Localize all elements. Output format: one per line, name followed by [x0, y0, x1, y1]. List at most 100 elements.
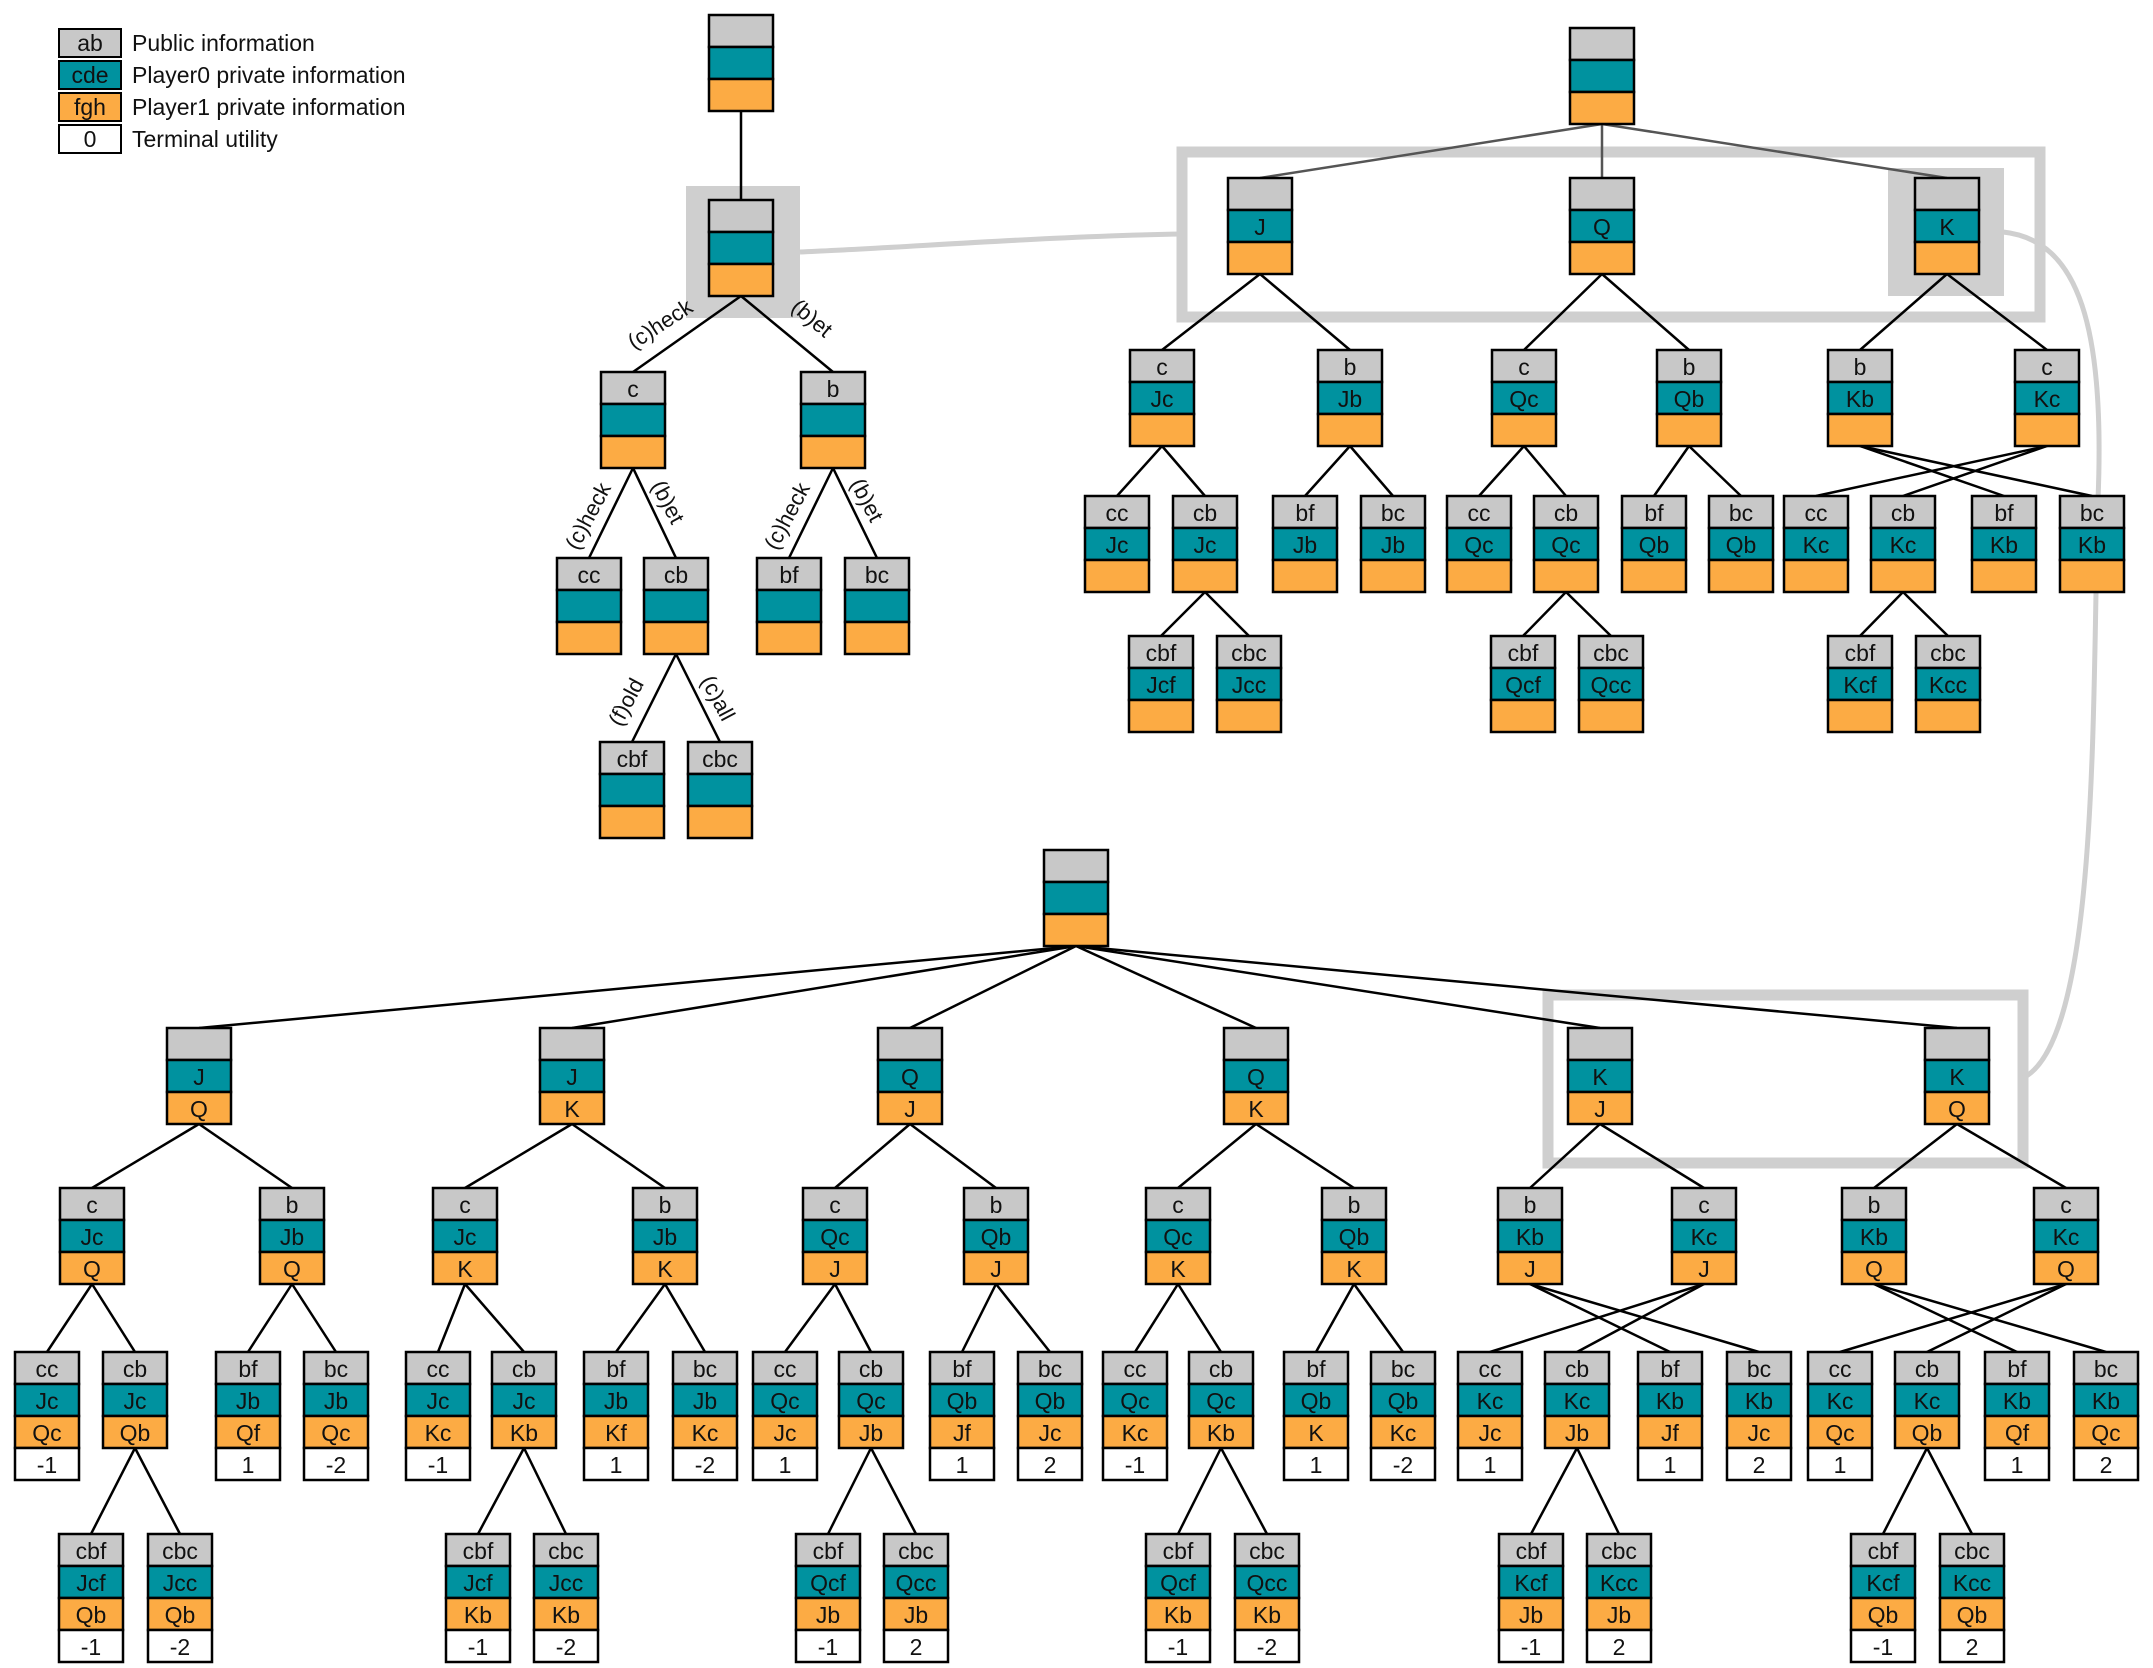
full-QJ-node-cbf-pub-text: cbf [813, 1538, 844, 1564]
full-JQ-node-b-pub-text: b [286, 1192, 299, 1218]
full-KQ-node-cb-p1-cell [1893, 1414, 1961, 1450]
full-JK-node-cc-p0-text: Jc [427, 1388, 450, 1414]
player0-node-Kc-cb-pub-text: cb [1891, 500, 1915, 526]
full-JQ-node-bc-u-text: -2 [326, 1452, 346, 1478]
edge-full-JK-cb [464, 1283, 525, 1353]
full-KQ-node-bc-u-text: 2 [2100, 1452, 2113, 1478]
edge-player0-1-a [1523, 273, 1603, 351]
full-KJ-node-bc-u-text: 2 [1753, 1452, 1766, 1478]
edge-full-JQ-cb [90, 1283, 137, 1353]
edge-full-QK-second [1255, 1122, 1355, 1190]
full-QJ-node-cbc-p0-text: Qcc [896, 1570, 937, 1596]
full-KJ-node-bc-pub-text: bc [1747, 1356, 1771, 1382]
full-JQ-node-cc-pub-text: cc [36, 1356, 59, 1382]
edge-full-JK-cbc [522, 1447, 568, 1535]
full-QJ-node-cc-pub-cell [751, 1350, 819, 1386]
full-KJ-node-cbf-u-text: -1 [1521, 1634, 1541, 1660]
full-JQ-node-c-p1-text: Q [83, 1256, 101, 1282]
edge-full-KJ-bc [1529, 1282, 1760, 1354]
legend-label-terminal: Terminal utility [132, 126, 278, 152]
legend-label-player0: Player0 private information [132, 62, 406, 88]
full-KQ-node-cbf-p1-text: Qb [1868, 1602, 1899, 1628]
edge-full-QJ-bf [960, 1283, 998, 1353]
player0-node-Qcc-cbc-p1-cell [1577, 698, 1645, 734]
edge-label-bet-2: (b)et [646, 476, 689, 528]
public-node-c-p0-cell [599, 402, 667, 438]
full-KJ-node-c-p1-text: J [1698, 1256, 1710, 1282]
full-KQ-node-bf-pub-text: bf [2007, 1356, 2027, 1382]
full-deal-QJ-p1-cell [876, 1090, 944, 1126]
full-KQ-node-cbf-p0-text: Kcf [1866, 1570, 1900, 1596]
full-JK-node-cbf-p0-cell [444, 1564, 512, 1600]
full-KJ-node-bf-p1-text: Jf [1661, 1420, 1680, 1446]
full-deal-QJ-pub-cell [876, 1026, 944, 1062]
full-JQ-node-bc-p0-text: Jb [324, 1388, 348, 1414]
full-QK-node-cbf-u-text: -1 [1168, 1634, 1188, 1660]
player0-root-node-p1-cell [1568, 90, 1636, 126]
full-deal-QK-p1-cell [1222, 1090, 1290, 1126]
player0-node-Kb-bf-pub-cell [1970, 494, 2038, 530]
full-JQ-node-b-pub-cell [258, 1186, 326, 1222]
full-KQ-node-c-pub-cell [2032, 1186, 2100, 1222]
full-QJ-node-cc-p0-cell [751, 1382, 819, 1418]
player0-node-Jc-cb-pub-text: cb [1193, 500, 1217, 526]
player0-node-Qc-cc-pub-text: cc [1468, 500, 1491, 526]
full-KJ-node-bc-pub-cell [1725, 1350, 1793, 1386]
public-node-p0-cell [707, 230, 775, 266]
player0-node-Kc-c-pub-text: c [2041, 354, 2053, 380]
edge-public-1 [740, 295, 834, 373]
full-JK-node-cbf-p1-text: Kb [464, 1602, 492, 1628]
full-JK-node-cbf-u-cell [444, 1628, 512, 1664]
player0-card-Q: Q [1568, 176, 1636, 276]
player0-node-Qc-cb-pub-text: cb [1554, 500, 1578, 526]
full-QK-node-bc-p1-cell [1369, 1414, 1437, 1450]
full-KJ-node-cc-p0-cell [1456, 1382, 1524, 1418]
edge-full-JK-bf [614, 1283, 667, 1353]
full-QK-node-cbf-pub-cell [1144, 1532, 1212, 1568]
full-JK-node-cc-p1-cell [404, 1414, 472, 1450]
player0-node-Qb-b-p1-cell [1655, 412, 1723, 448]
full-KJ-node-cbc-p0-text: Kcc [1600, 1570, 1638, 1596]
edge-player0-0-cb [1161, 445, 1206, 497]
full-QK-node-c-p0-cell [1144, 1218, 1212, 1254]
public-node-cc-p1-cell [555, 620, 623, 656]
player0-node-Kb-bc-p0-text: Kb [2078, 532, 2106, 558]
public-node-b-pub-cell [799, 370, 867, 406]
player0-node-Qc-cc-p1-cell [1445, 558, 1513, 594]
full-KQ-node-cb-p0-cell [1893, 1382, 1961, 1418]
player0-node-Kb-bf-p1-cell [1970, 558, 2038, 594]
full-JQ-node-cbc-pub-text: cbc [162, 1538, 198, 1564]
edge-full-KQ-bf [1873, 1282, 2018, 1354]
edge-player0-0-b [1259, 273, 1351, 351]
edge-full-JK-first [464, 1122, 573, 1190]
full-JK-node-bf-p1-text: Kf [605, 1420, 627, 1446]
full-JK-node-b-pub-cell [631, 1186, 699, 1222]
full-QK-node-b-p1-cell [1320, 1250, 1388, 1286]
full-KJ-node-cbf-pub-text: cbf [1516, 1538, 1547, 1564]
full-QK-node-cbc-u-text: -2 [1257, 1634, 1277, 1660]
edge-public-5 [831, 467, 879, 559]
full-JQ-node-cc-u-text: -1 [37, 1452, 57, 1478]
full-QJ-node-bf-p0-text: Qb [947, 1388, 978, 1414]
full-JQ-node-bf-p0-text: Jb [236, 1388, 260, 1414]
player0-node-Qcf-cbf-p1-cell [1489, 698, 1557, 734]
player0-node-Kc-cb-p1-cell [1869, 558, 1937, 594]
public-node-cbc-p0-cell [686, 772, 754, 808]
full-QJ-node-b-pub-cell [962, 1186, 1030, 1222]
player0-node-Qc-c-pub-text: c [1518, 354, 1530, 380]
player0-node-Kb-bf-p0-cell [1970, 526, 2038, 562]
full-JK-node-bf-u-cell [582, 1446, 650, 1482]
public-node-bc: bc [843, 556, 911, 656]
full-QJ-node-cb-p0-cell [837, 1382, 905, 1418]
